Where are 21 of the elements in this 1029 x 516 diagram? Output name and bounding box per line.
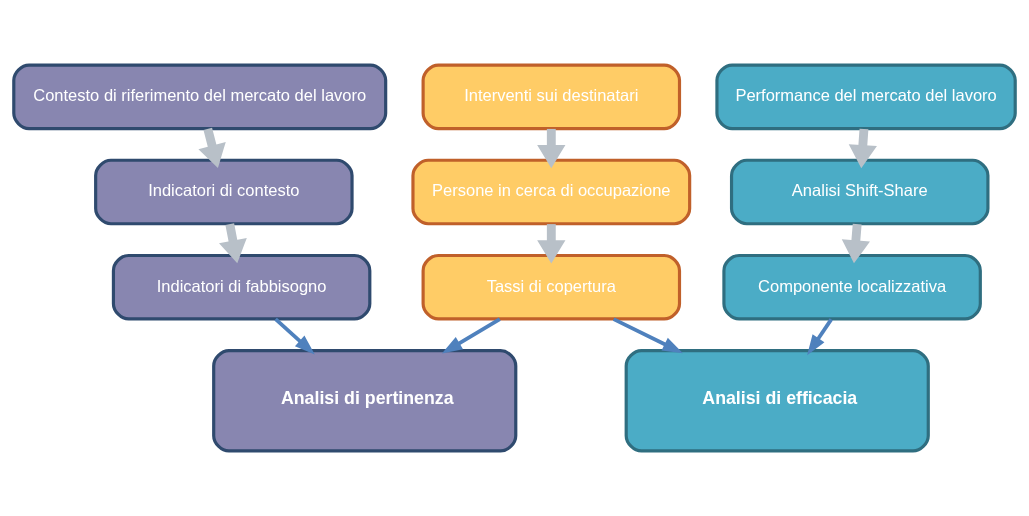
node-box: Tassi di copertura xyxy=(421,253,682,321)
arrow xyxy=(807,318,833,356)
arrow xyxy=(441,317,501,354)
node-box: Analisi di efficacia xyxy=(624,349,930,453)
arrow xyxy=(612,317,683,354)
arrow xyxy=(537,128,566,169)
node-box: Performance del mercato del lavoro xyxy=(715,63,1017,131)
node-box: Indicatori di contesto xyxy=(94,158,354,226)
node-box: Indicatori di fabbisogno xyxy=(111,253,372,321)
node-box: Componente localizzativa xyxy=(722,253,982,321)
node-box: Analisi di pertinenza xyxy=(212,349,518,453)
arrow xyxy=(848,128,877,169)
arrow xyxy=(841,223,870,264)
node-box: Contesto di riferimento del mercato del lavoro xyxy=(12,63,388,131)
node-box: Persone in cerca di occupazione xyxy=(411,158,692,226)
arrow xyxy=(219,223,247,264)
node-box: Interventi sui destinatari xyxy=(421,63,682,131)
arrow xyxy=(537,224,566,264)
arrow xyxy=(274,317,315,355)
arrow xyxy=(198,127,226,168)
node-box: Analisi Shift-Share xyxy=(729,158,990,226)
